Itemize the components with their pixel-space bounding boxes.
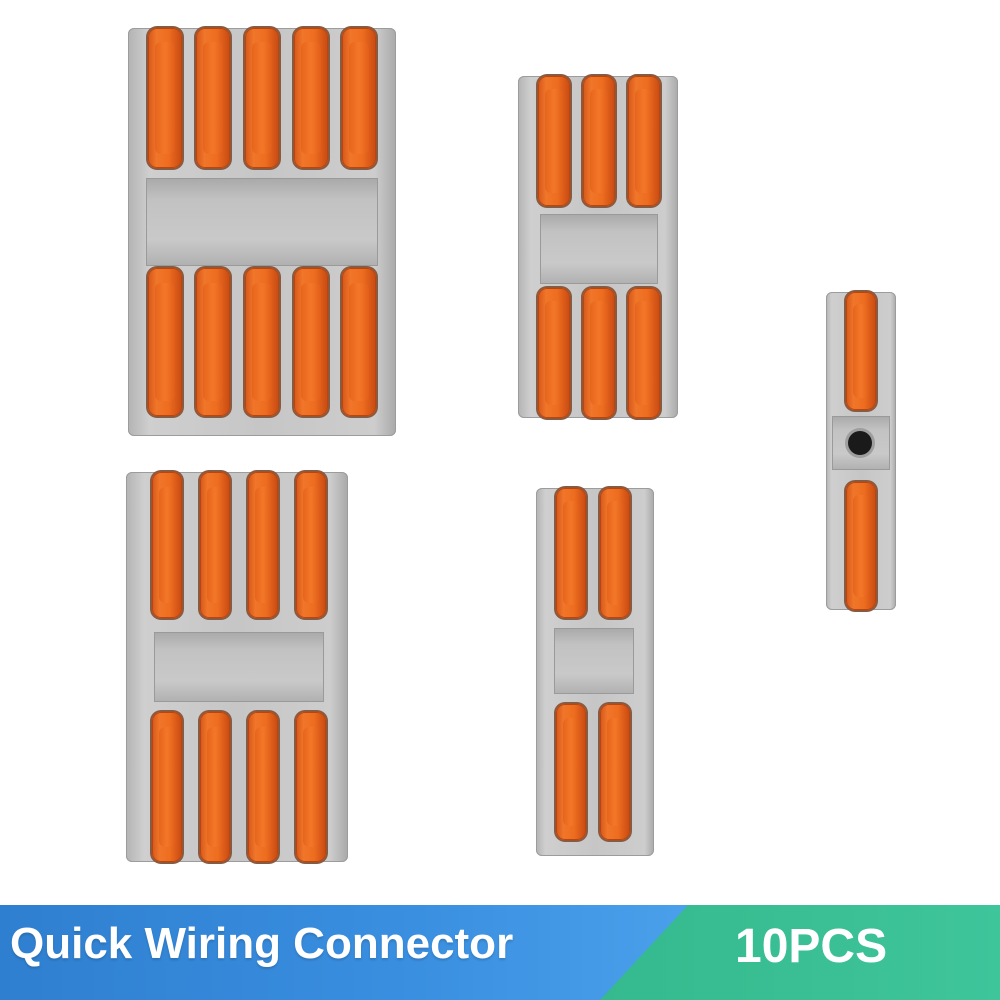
lever-bottom	[245, 268, 279, 416]
lever-bottom	[628, 288, 660, 418]
connector-2-pole	[536, 488, 654, 856]
lever-bottom	[196, 268, 230, 416]
promo-banner: Quick Wiring Connector 10PCS	[0, 905, 1000, 1000]
lever-top	[248, 472, 278, 618]
lever-bottom	[538, 288, 570, 418]
banner-title: Quick Wiring Connector	[10, 919, 514, 968]
lever-bottom	[294, 268, 328, 416]
lever-bottom	[342, 268, 376, 416]
quantity-label: 10PCS	[735, 920, 888, 973]
product-photo	[126, 28, 896, 862]
lever-top	[556, 488, 586, 618]
lever-top	[152, 472, 182, 618]
lever-top	[583, 76, 615, 206]
lever-top	[628, 76, 660, 206]
center-channel	[554, 628, 634, 694]
center-channel	[540, 214, 658, 284]
lever-top	[245, 28, 279, 168]
lever-bottom	[248, 712, 278, 862]
lever-top	[296, 472, 326, 618]
banner-left-panel	[0, 905, 690, 1000]
lever-top	[196, 28, 230, 168]
lever-bottom	[583, 288, 615, 418]
connector-3-pole	[518, 76, 678, 418]
lever-bottom	[846, 482, 876, 610]
lever-bottom	[296, 712, 326, 862]
lever-top	[294, 28, 328, 168]
connector-1-pole	[826, 292, 896, 610]
lever-bottom	[200, 712, 230, 862]
lever-top	[148, 28, 182, 168]
lever-top	[200, 472, 230, 618]
lever-bottom	[600, 704, 630, 840]
lever-top	[342, 28, 376, 168]
lever-bottom	[556, 704, 586, 840]
connector-5-pole	[128, 28, 396, 436]
center-channel	[146, 178, 378, 266]
lever-top	[538, 76, 570, 206]
lever-top	[846, 292, 876, 410]
wire-hole	[848, 431, 872, 455]
connector-4-pole	[126, 472, 348, 862]
lever-top	[600, 488, 630, 618]
lever-bottom	[148, 268, 182, 416]
lever-bottom	[152, 712, 182, 862]
center-channel	[154, 632, 324, 702]
